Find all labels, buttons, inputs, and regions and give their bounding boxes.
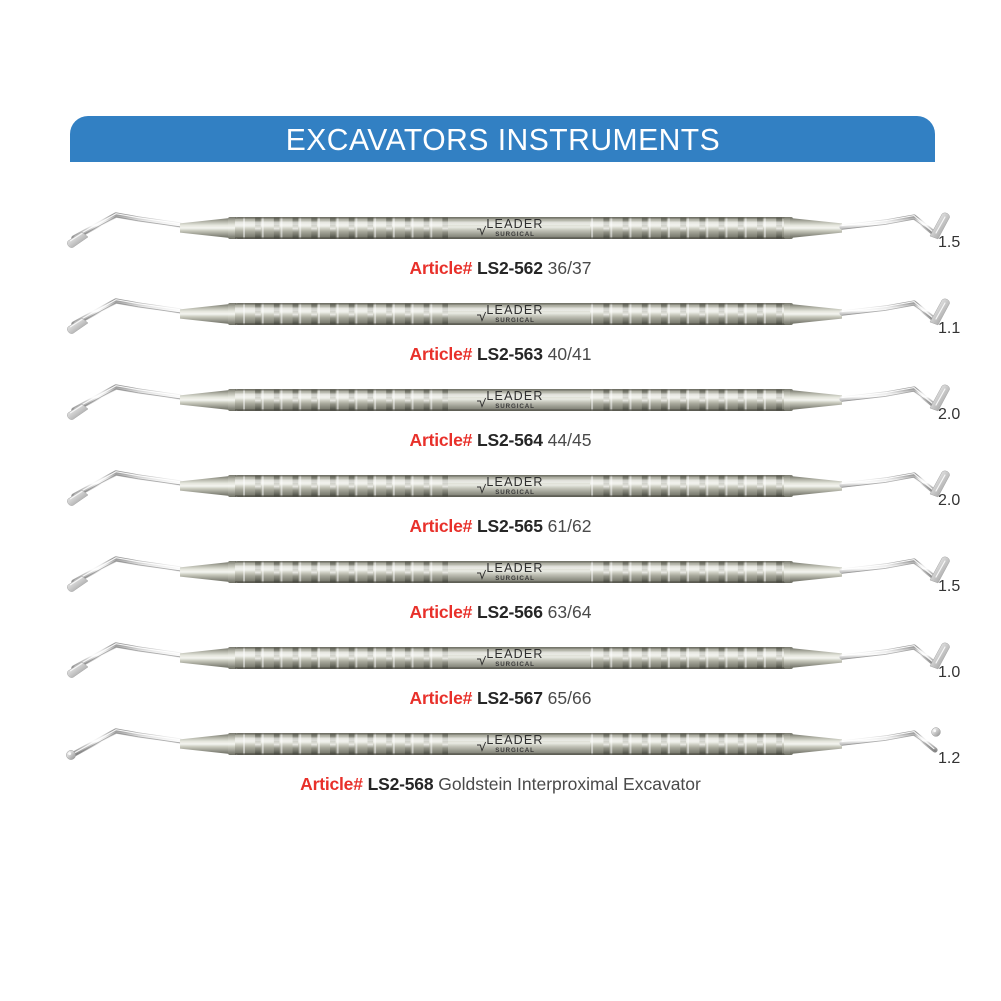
tip-size-label: 1.2 [938, 750, 961, 767]
instrument-caption: Article# LS2-564 44/45 [0, 430, 1001, 450]
tip-size-label: 2.0 [938, 406, 961, 423]
article-label: Article# [409, 688, 473, 708]
instrument-caption: Article# LS2-565 61/62 [0, 516, 1001, 536]
article-label: Article# [409, 344, 473, 364]
article-label: Article# [409, 602, 473, 622]
instrument-image [30, 198, 960, 258]
article-description: 36/37 [547, 258, 592, 278]
tip-size-label: 2.0 [938, 492, 961, 509]
instrument-image [30, 370, 960, 430]
tip-size-label: 1.5 [938, 234, 961, 251]
article-code: LS2-568 [367, 774, 434, 794]
article-code: LS2-567 [477, 688, 543, 708]
article-label: Article# [409, 430, 473, 450]
tip-size-label: 1.0 [938, 664, 961, 681]
instrument-caption: Article# LS2-567 65/66 [0, 688, 1001, 708]
article-description: 61/62 [547, 516, 592, 536]
tip-size-label: 1.5 [938, 578, 961, 595]
article-label: Article# [300, 774, 363, 794]
article-code: LS2-566 [477, 602, 543, 622]
instrument-caption: Article# LS2-562 36/37 [0, 258, 1001, 278]
instrument-image [30, 284, 960, 344]
instrument-image [30, 714, 960, 774]
article-label: Article# [409, 258, 473, 278]
instrument-image [30, 628, 960, 688]
instrument-image [30, 542, 960, 602]
page-title: EXCAVATORS INSTRUMENTS [285, 121, 720, 157]
article-code: LS2-562 [477, 258, 543, 278]
article-description: 44/45 [547, 430, 592, 450]
instrument-caption: Article# LS2-563 40/41 [0, 344, 1001, 364]
article-description: 40/41 [547, 344, 592, 364]
tip-size-label: 1.1 [938, 320, 961, 337]
page-title-banner: EXCAVATORS INSTRUMENTS [70, 116, 935, 162]
article-code: LS2-565 [477, 516, 543, 536]
article-code: LS2-564 [477, 430, 543, 450]
instrument-caption: Article# LS2-568 Goldstein Interproximal… [0, 774, 1001, 794]
article-description: 65/66 [547, 688, 592, 708]
article-code: LS2-563 [477, 344, 543, 364]
instrument-caption: Article# LS2-566 63/64 [0, 602, 1001, 622]
article-description: Goldstein Interproximal Excavator [438, 774, 701, 794]
article-label: Article# [409, 516, 473, 536]
article-description: 63/64 [547, 602, 592, 622]
instrument-image [30, 456, 960, 516]
